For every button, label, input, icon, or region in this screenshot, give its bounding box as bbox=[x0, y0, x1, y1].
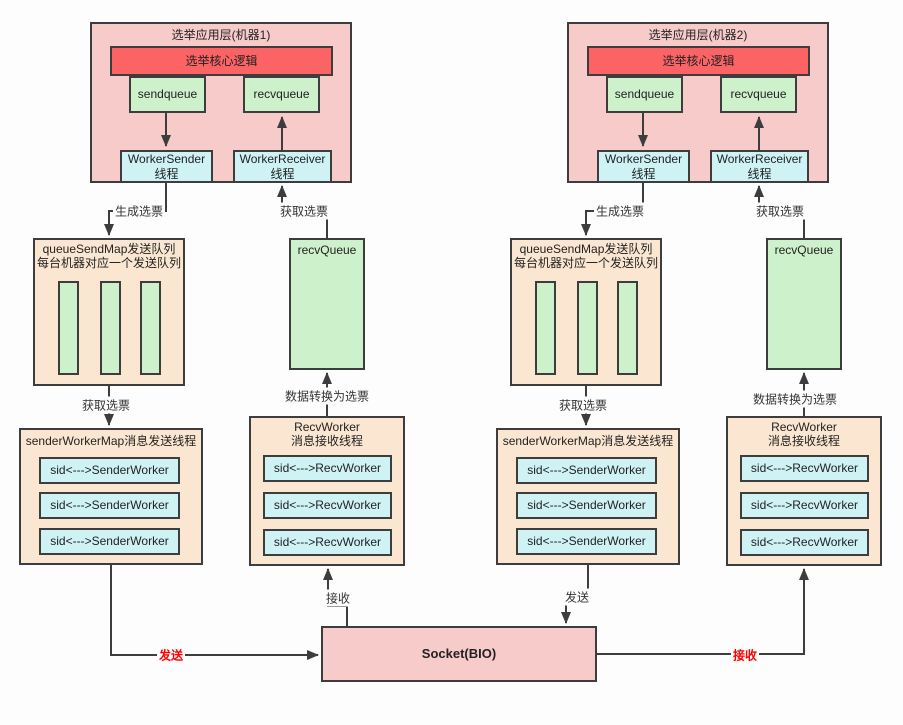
socket-bio-box: Socket(BIO) bbox=[321, 626, 597, 682]
m1-receive-label: 接收 bbox=[323, 589, 353, 607]
machine2-worker-receiver-label: WorkerReceiver bbox=[716, 152, 803, 167]
machine2-queue-send-map-title: queueSendMap发送队列 每台机器对应一个发送队列 bbox=[510, 242, 662, 271]
machine1-send-queue-bar-2 bbox=[100, 281, 121, 375]
machine1-sender-worker-item: sid<--->SenderWorker bbox=[39, 492, 180, 519]
machine1-recv-worker-item: sid<--->RecvWorker bbox=[263, 529, 392, 556]
machine1-queue-send-map-title-line2: 每台机器对应一个发送队列 bbox=[36, 255, 181, 270]
machine1-worker-sender-sublabel: 线程 bbox=[154, 166, 179, 181]
machine1-recv-worker-title-line1: RecvWorker bbox=[294, 420, 360, 434]
machine2-title: 选举应用层(机器2) bbox=[648, 28, 748, 42]
machine2-recv-worker-item: sid<--->RecvWorker bbox=[740, 492, 869, 519]
machine1-sender-worker-item: sid<--->SenderWorker bbox=[39, 528, 180, 555]
machine2-sender-worker-item: sid<--->SenderWorker bbox=[516, 457, 657, 484]
machine1-recvqueue-box: recvqueue bbox=[243, 76, 320, 113]
m2-send-label: 发送 bbox=[562, 588, 592, 606]
machine1-sender-worker-map-title: senderWorkerMap消息发送线程 bbox=[25, 434, 197, 448]
machine1-queue-send-map-title: queueSendMap发送队列 每台机器对应一个发送队列 bbox=[33, 242, 185, 271]
m2-fetch-vote-top-label: 获取选票 bbox=[753, 202, 807, 220]
machine2-send-queue-bar-1 bbox=[535, 281, 556, 375]
machine2-worker-receiver-sublabel: 线程 bbox=[747, 166, 772, 181]
machine2-recv-queue-box: recvQueue bbox=[766, 238, 842, 370]
machine2-queue-send-map-title-line2: 每台机器对应一个发送队列 bbox=[513, 255, 658, 270]
machine2-queue-send-map-title-line1: queueSendMap发送队列 bbox=[519, 242, 653, 256]
machine1-recv-worker-title: RecvWorker 消息接收线程 bbox=[249, 420, 405, 449]
machine2-worker-sender-label: WorkerSender bbox=[604, 152, 683, 167]
machine2-recv-worker-title: RecvWorker 消息接收线程 bbox=[726, 420, 882, 449]
m1-convert-vote-label: 数据转换为选票 bbox=[282, 387, 372, 405]
machine1-recv-queue-box: recvQueue bbox=[289, 238, 365, 370]
machine1-worker-sender-label: WorkerSender bbox=[127, 152, 206, 167]
machine1-recv-worker-item: sid<--->RecvWorker bbox=[263, 492, 392, 519]
machine1-sender-worker-item: sid<--->SenderWorker bbox=[39, 457, 180, 484]
arrow-m1-senderworkermap-to-socket bbox=[110, 565, 319, 660]
machine1-worker-receiver-sublabel: 线程 bbox=[270, 166, 295, 181]
machine2-sender-worker-item: sid<--->SenderWorker bbox=[516, 492, 657, 519]
machine1-send-queue-bar-1 bbox=[58, 281, 79, 375]
m2-convert-vote-label: 数据转换为选票 bbox=[750, 390, 840, 408]
machine1-recv-worker-item: sid<--->RecvWorker bbox=[263, 455, 392, 482]
machine1-sendqueue-box: sendqueue bbox=[129, 76, 206, 113]
arrow-socket-to-m2-recvworker bbox=[597, 568, 809, 655]
m2-receive-label: 接收 bbox=[730, 646, 760, 664]
machine2-recv-worker-title-line2: 消息接收线程 bbox=[767, 433, 840, 448]
machine1-queue-send-map-title-line1: queueSendMap发送队列 bbox=[42, 242, 176, 256]
machine2-worker-sender-box: WorkerSender 线程 bbox=[597, 150, 690, 183]
m1-fetch-vote-bottom-label: 获取选票 bbox=[79, 396, 133, 414]
machine2-recv-worker-title-line1: RecvWorker bbox=[771, 420, 837, 434]
machine2-recv-worker-item: sid<--->RecvWorker bbox=[740, 455, 869, 482]
machine1-worker-receiver-label: WorkerReceiver bbox=[239, 152, 326, 167]
m2-generate-vote-label: 生成选票 bbox=[593, 202, 647, 220]
machine2-worker-receiver-box: WorkerReceiver 线程 bbox=[710, 150, 809, 183]
machine1-send-queue-bar-3 bbox=[140, 281, 161, 375]
machine2-sendqueue-box: sendqueue bbox=[606, 76, 683, 113]
machine1-worker-receiver-box: WorkerReceiver 线程 bbox=[233, 150, 332, 183]
machine2-recvqueue-box: recvqueue bbox=[720, 76, 797, 113]
machine2-worker-sender-sublabel: 线程 bbox=[631, 166, 656, 181]
machine1-worker-sender-box: WorkerSender 线程 bbox=[120, 150, 213, 183]
machine2-send-queue-bar-2 bbox=[577, 281, 598, 375]
machine1-title: 选举应用层(机器1) bbox=[171, 28, 271, 42]
machine2-sender-worker-item: sid<--->SenderWorker bbox=[516, 528, 657, 555]
m1-send-label: 发送 bbox=[156, 646, 186, 664]
m1-generate-vote-label: 生成选票 bbox=[112, 202, 166, 220]
machine1-core-logic-box: 选举核心逻辑 bbox=[110, 46, 333, 76]
machine2-core-logic-box: 选举核心逻辑 bbox=[587, 46, 810, 76]
machine2-recv-worker-item: sid<--->RecvWorker bbox=[740, 529, 869, 556]
machine2-send-queue-bar-3 bbox=[617, 281, 638, 375]
machine2-sender-worker-map-title: senderWorkerMap消息发送线程 bbox=[502, 434, 674, 448]
machine1-recv-worker-title-line2: 消息接收线程 bbox=[290, 433, 363, 448]
m2-fetch-vote-bottom-label: 获取选票 bbox=[556, 396, 610, 414]
m1-fetch-vote-top-label: 获取选票 bbox=[277, 202, 331, 220]
